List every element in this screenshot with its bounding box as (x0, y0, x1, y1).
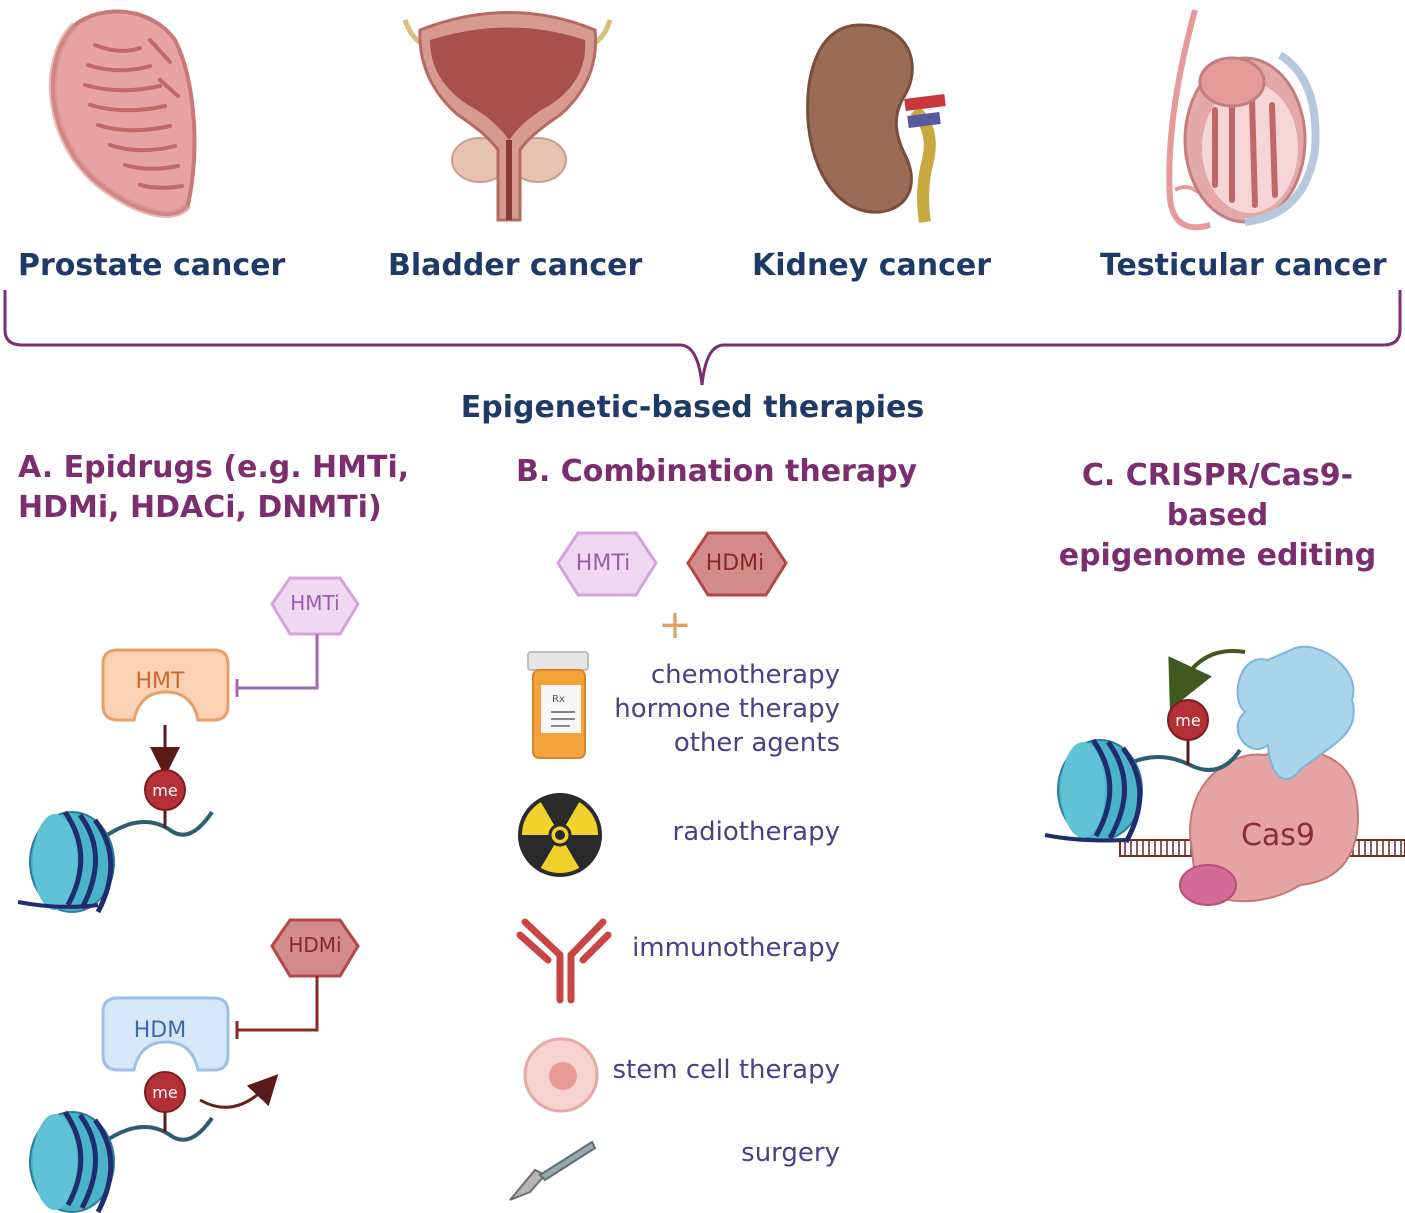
hdmi-label-a: HDMi (288, 933, 341, 957)
hmti-label-b: HMTi (576, 551, 630, 576)
organ-label-kidney: Kidney cancer (752, 248, 992, 283)
radiation-icon (518, 793, 602, 877)
me-mark-c (1167, 699, 1209, 741)
therapy-other: other agents (673, 728, 840, 758)
organ-label-testicular: Testicular cancer (1100, 248, 1387, 283)
stem-cell-icon (523, 1037, 599, 1113)
organ-label-prostate: Prostate cancer (18, 248, 286, 283)
section-a-title-line2: HDMi, HDACi, DNMTi) (18, 490, 382, 525)
hdmi-hexagon-b (686, 531, 788, 597)
plus-sign: + (658, 602, 692, 648)
organ-label-bladder: Bladder cancer (388, 248, 643, 283)
hmt-label: HMT (136, 669, 186, 694)
scalpel-icon (509, 1140, 597, 1201)
me-label-a2: me (152, 1083, 177, 1102)
me-label-c: me (1175, 711, 1200, 730)
rx-symbol: Rx (552, 694, 565, 705)
section-c-title-line3: epigenome editing (1058, 538, 1377, 573)
section-c-title-line1: C. CRISPR/Cas9- (1081, 458, 1354, 493)
pill-bottle-icon: Rx (527, 651, 589, 759)
crispr-cas9-diagram: Cas9 me (1044, 645, 1405, 906)
therapy-surgery: surgery (741, 1138, 840, 1168)
center-title: Epigenetic-based therapies (460, 390, 925, 425)
hdm-label: HDM (134, 1018, 186, 1043)
grouping-brace (3, 290, 1402, 386)
section-c-title-line2: based (1166, 498, 1269, 533)
bladder-illustration (402, 11, 613, 222)
hmti-hexagon-b (556, 531, 658, 597)
kidney-illustration (806, 23, 946, 223)
antibody-icon (516, 918, 612, 1004)
me-mark-a2 (144, 1071, 186, 1113)
section-a-title-line1: A. Epidrugs (e.g. HMTi, (18, 450, 410, 485)
me-mark-a1 (144, 769, 186, 811)
combination-hexagons: HMTi HDMi + (556, 531, 788, 648)
therapy-stem-cell: stem cell therapy (612, 1055, 840, 1085)
hdm-inhibition-diagram: HDMi HDM me (29, 918, 360, 1213)
hmti-label: HMTi (290, 591, 339, 615)
cas9-label: Cas9 (1241, 818, 1315, 853)
epigenetic-effector (1236, 645, 1355, 781)
therapy-hormone: hormone therapy (614, 694, 840, 724)
hmt-enzyme (101, 648, 230, 722)
therapy-chemo: chemotherapy (650, 660, 840, 690)
section-b-title: B. Combination therapy (516, 454, 918, 489)
hmti-hexagon (270, 576, 360, 636)
therapy-immuno: immunotherapy (632, 933, 840, 963)
testis-illustration (1166, 9, 1320, 231)
nucleosome-a2: me (29, 1071, 214, 1213)
therapy-radio: radiotherapy (672, 817, 840, 847)
nucleosome-a1: me (17, 769, 214, 914)
hmt-inhibition-diagram: HMTi HMT me (17, 576, 360, 914)
prostate-illustration (48, 9, 197, 219)
me-label-a1: me (152, 781, 177, 800)
hdmi-label-b: HDMi (706, 551, 765, 576)
hdm-enzyme (101, 996, 230, 1072)
hdmi-hexagon-a (270, 918, 360, 978)
